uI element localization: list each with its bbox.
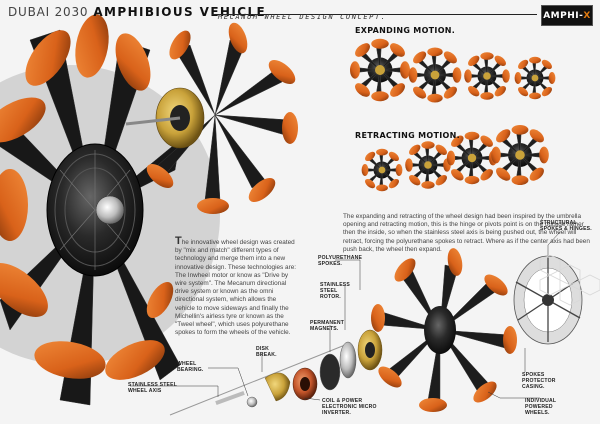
callout-disk-break: DISK BREAK. — [256, 346, 277, 358]
callout-permanent-magnets: PERMANENT MAGNETS. — [310, 320, 345, 332]
logo-text: AMPHI — [543, 10, 580, 21]
callout-stainless-rotor: STAINLESS STEEL ROTOR. — [320, 282, 351, 300]
paragraph-design-body: he innovative wheel design was created b… — [175, 239, 297, 337]
header-divider — [212, 14, 537, 15]
heading-retracting-motion: RETRACTING MOTION. — [355, 131, 460, 140]
side-wheel-render — [125, 22, 298, 214]
page-subtitle: MECANUM WHEEL DESIGN CONCEPT. — [218, 13, 387, 21]
heading-expanding-motion: EXPANDING MOTION. — [355, 26, 456, 35]
main-wheel-render — [0, 14, 220, 406]
callout-polyurethane-spokes: POLYURETHANE SPOKES. — [318, 255, 363, 267]
page-title: DUBAI 2030 AMPHIBIOUS VEHICLE — [8, 5, 266, 19]
callout-stainless-axis: STAINLESS STEEL WHEEL AXIS — [128, 382, 177, 394]
callout-structural-spokes: STRUCTURAL SPOKES & HINGES. — [540, 220, 592, 232]
logo-x: X — [583, 10, 591, 21]
drop-cap: T — [175, 235, 182, 247]
callout-individual-wheels: INDIVIDUAL POWERED WHEELS. — [525, 398, 557, 416]
amphix-logo: AMPHI-X — [541, 5, 593, 26]
hex-pattern-decoration — [539, 255, 600, 306]
paragraph-motion-description: The expanding and retracting of the whee… — [343, 213, 590, 253]
paragraph-design-description: The innovative wheel design was created … — [175, 235, 297, 337]
expanding-sequence — [349, 38, 556, 104]
title-part1: DUBAI 2030 — [8, 5, 89, 19]
callout-spokes-protector: SPOKES PROTECTOR CASING. — [522, 372, 556, 390]
title-part2: AMPHIBIOUS VEHICLE — [93, 5, 267, 19]
callout-coil-inverter: COIL & POWER ELECTRONIC MICRO INVERTER. — [322, 398, 377, 416]
callout-wheel-bearing: WHEEL BEARING. — [177, 361, 204, 373]
callout-leaders — [130, 231, 561, 401]
